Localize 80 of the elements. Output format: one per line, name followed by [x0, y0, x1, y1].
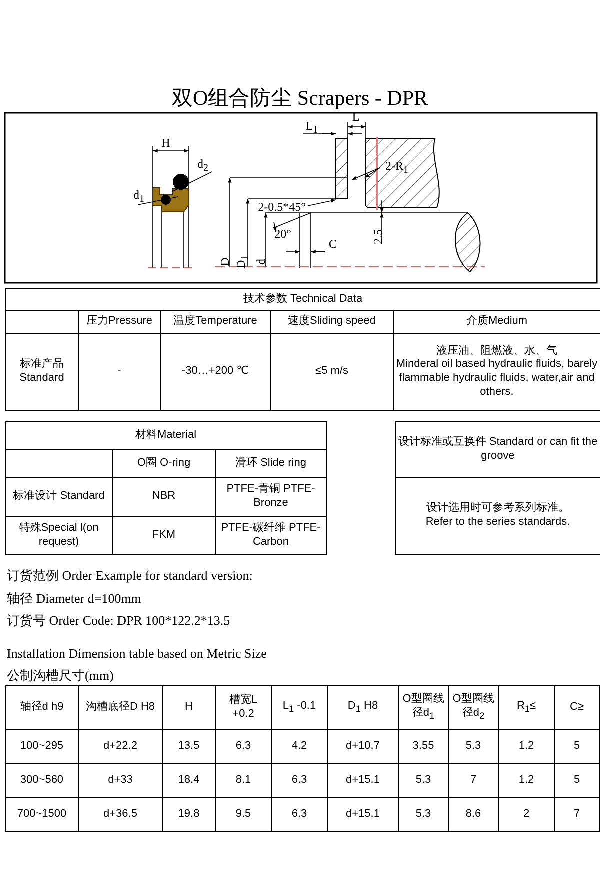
table-title: 技术参数 Technical Data: [243, 292, 363, 306]
table-title: 材料Material: [135, 428, 197, 442]
cell-value: 5.3: [466, 740, 482, 754]
column-header: R$_{1}$≤: [516, 700, 536, 716]
cell-value: d+10.7: [346, 740, 380, 754]
cell-value: d+36.5: [104, 808, 138, 822]
cell-value: 5: [574, 774, 580, 788]
column-header: D$_{1}$ H8: [348, 700, 378, 716]
cell-value: 1.2: [518, 740, 534, 754]
cell-value: 19.8: [178, 808, 200, 822]
cell-value: 5: [574, 740, 580, 754]
cell-value: 6.3: [292, 774, 308, 788]
column-header: 沟槽底径D H8: [86, 700, 156, 714]
cell-value: 7: [470, 774, 477, 788]
cell-value: PTFE-青铜 PTFE-Bronze: [226, 483, 316, 511]
order-text: Installation Dimension table based on Metric Size: [7, 646, 267, 662]
cell-value: 6.3: [236, 740, 252, 754]
note-text: Refer to the series standards.: [426, 516, 570, 530]
cell-value: d+15.1: [346, 808, 380, 822]
dimension-label: C: [329, 238, 337, 250]
cell-value: 1.2: [518, 774, 534, 788]
dimension-label: L$_{1}$: [306, 120, 318, 136]
column-header: 轴径d h9: [20, 700, 64, 714]
cell-value: -30…+200 ℃: [182, 365, 250, 379]
row-header: 标准产品 Standard: [18, 358, 66, 386]
order-text: 公制沟槽尺寸(mm): [7, 667, 114, 685]
note-text: 设计选用时可参考系列标准。: [426, 502, 570, 516]
cell-value: 8.6: [466, 808, 482, 822]
dimension-label: d$_{2}$: [198, 158, 208, 174]
column-header: 滑环 Slide ring: [236, 456, 306, 470]
cell-value: d+15.1: [346, 774, 380, 788]
cell-value: 9.5: [236, 808, 252, 822]
dimension-label: 2-R$_{1}$: [386, 160, 408, 176]
dimension-label: d$_{1}$: [134, 188, 144, 206]
cell-value: 5.3: [416, 774, 432, 788]
cell-value: 2: [523, 808, 530, 822]
cell-value: PTFE-碳纤维 PTFE-Carbon: [220, 522, 322, 550]
cell-value: 液压油、阻燃液、水、气: [436, 344, 558, 358]
column-header: O型圈线径d$_{1}$: [402, 692, 446, 722]
cell-value: 6.3: [292, 808, 308, 822]
cell-value: d+33: [108, 774, 133, 788]
cell-value: ≤5 m/s: [316, 365, 348, 379]
row-header: 300~560: [20, 774, 64, 788]
row-header: 100~295: [20, 740, 64, 754]
dimension-label: 20°: [274, 228, 292, 240]
cell-value: 7: [574, 808, 580, 822]
column-header: L$_{1}$ -0.1: [282, 700, 316, 716]
dimension-label: 2.5: [372, 230, 384, 244]
cell-value: d+22.2: [104, 740, 138, 754]
order-text: 订货范例 Order Example for standard version:: [7, 567, 253, 585]
dimension-label: D: [219, 258, 231, 266]
row-header: 标准设计 Standard: [13, 490, 105, 504]
column-header: O圈 O-ring: [137, 456, 191, 470]
cell-value: 13.5: [178, 740, 200, 754]
cell-value: 5.3: [416, 808, 432, 822]
column-header: 温度Temperature: [174, 315, 258, 329]
cell-value: 3.55: [412, 740, 434, 754]
column-header: C≥: [570, 700, 584, 714]
cell-value: -: [118, 365, 122, 379]
order-text: 订货号 Order Code: DPR 100*122.2*13.5: [7, 612, 230, 630]
dimension-label: H: [162, 137, 170, 149]
cell-value: 8.1: [236, 774, 252, 788]
column-header: 速度Sliding speed: [288, 315, 376, 329]
cell-value: 4.2: [292, 740, 308, 754]
column-header: 槽宽L +0.2: [228, 694, 259, 722]
cell-value: NBR: [152, 490, 176, 504]
row-header: 700~1500: [17, 808, 67, 822]
column-header: H: [185, 700, 193, 714]
page-title: 双O组合防尘 Scrapers - DPR: [170, 85, 430, 112]
dimension-label: 2-0.5*45°: [258, 201, 306, 213]
dimension-label: d: [255, 259, 267, 265]
column-header: O型圈线径d$_{2}$: [452, 692, 496, 722]
order-text: 轴径 Diameter d=100mm: [7, 590, 142, 608]
cell-value: FKM: [152, 528, 176, 542]
cell-value: 18.4: [178, 774, 200, 788]
cell-value: Minderal oil based hydraulic fluids, barely flammable hydraulic fluids, water,air and others.: [396, 358, 598, 400]
column-header: 压力Pressure: [86, 315, 153, 329]
row-header: 特殊Special l(on request): [18, 522, 100, 550]
column-header: 介质Medium: [466, 315, 528, 329]
table-title: 设计标准或互换件 Standard or can fit the groove: [398, 436, 598, 464]
